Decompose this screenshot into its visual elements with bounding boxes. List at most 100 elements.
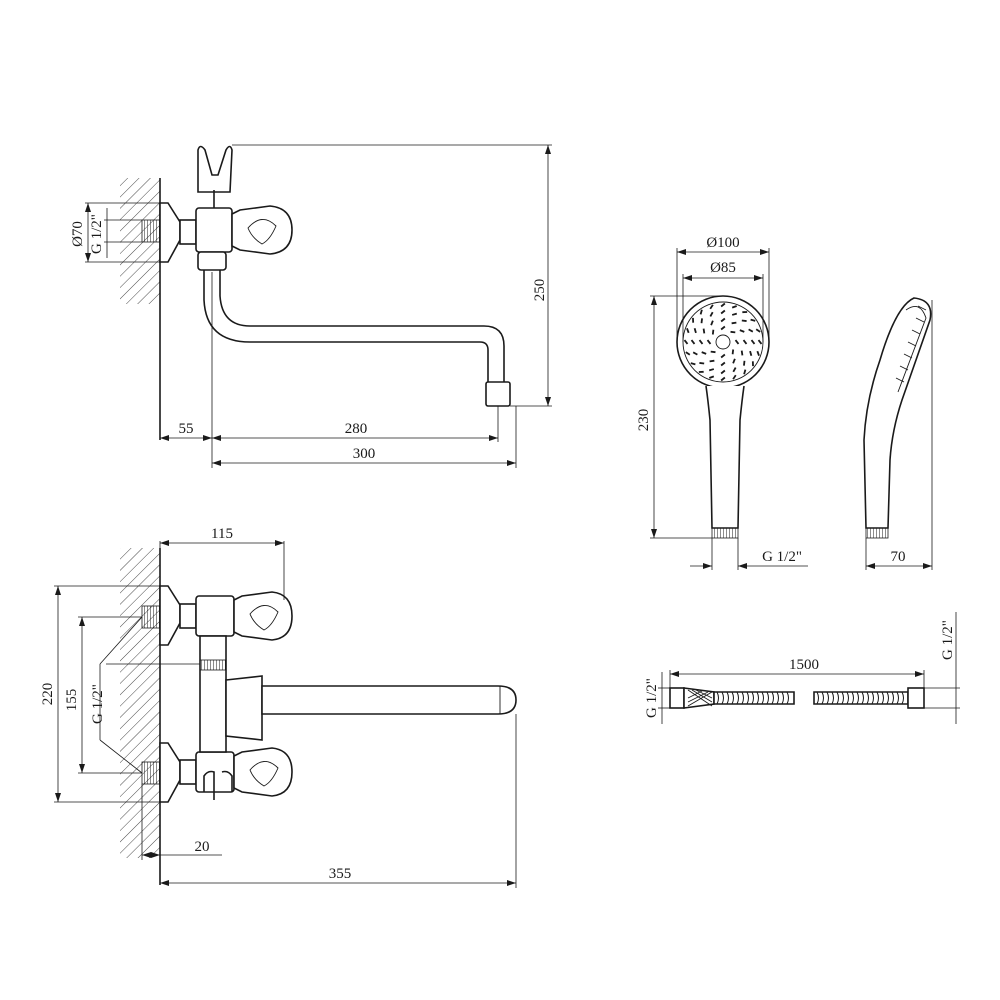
hose-coil <box>746 691 749 705</box>
nozzle <box>739 329 745 333</box>
column-knurl <box>199 659 227 671</box>
nozzle <box>720 369 726 375</box>
handshower-thread-side <box>865 527 889 539</box>
handle-upper <box>233 591 293 641</box>
nozzle <box>720 302 726 308</box>
hose-coil <box>826 691 829 705</box>
handshower-side-view: 70 <box>863 297 933 570</box>
thread-top <box>141 219 161 243</box>
hose-coils-left <box>716 691 789 705</box>
nozzle <box>710 350 716 354</box>
mixer-column <box>199 635 227 753</box>
nozzle <box>693 327 697 334</box>
label-20: 20 <box>195 839 210 855</box>
leader-g12-up <box>99 616 143 665</box>
label-250: 250 <box>532 279 548 302</box>
hose-coil <box>786 691 789 705</box>
label-355: 355 <box>329 866 352 882</box>
handshower-thread-front <box>711 527 739 539</box>
label-1500: 1500 <box>789 657 819 673</box>
nozzle <box>711 329 715 335</box>
handle-upper-detail <box>249 605 279 631</box>
nozzle <box>701 351 707 355</box>
shower-holder-top <box>197 145 233 208</box>
mixer-side-view: 250 Ø70 G 1/2" 55 280 300 <box>70 144 552 468</box>
hose-nut-left <box>669 687 685 709</box>
spout-aerator-top <box>485 381 511 407</box>
hose-coil <box>721 691 724 705</box>
nozzle <box>702 328 706 334</box>
nozzle <box>749 350 753 357</box>
handle-lower <box>233 747 293 797</box>
hose-coil <box>776 691 779 705</box>
wall-hatch-bottom <box>120 548 160 858</box>
nozzle <box>683 339 689 345</box>
handshower-side-body <box>863 297 932 529</box>
handshower-side-nozzles <box>895 305 927 383</box>
hose-coil <box>781 691 784 705</box>
hose-coil <box>896 691 899 705</box>
thread-upper <box>141 605 161 629</box>
shower-nozzles <box>683 302 763 382</box>
hose-coil <box>831 691 834 705</box>
nozzle <box>748 328 754 333</box>
nozzle <box>720 309 726 315</box>
handle-top-detail <box>247 219 277 245</box>
spout-top-outer <box>203 270 489 382</box>
nozzle <box>709 359 715 363</box>
nozzle <box>742 339 748 345</box>
label-g12-top: G 1/2" <box>89 214 105 254</box>
hose-coil <box>766 691 769 705</box>
nozzle <box>750 339 756 345</box>
mixer-body-top <box>195 207 233 253</box>
hose-coil <box>736 691 739 705</box>
nozzle <box>731 321 737 325</box>
hose-coil <box>886 691 889 705</box>
handshower-front-view: Ø100 Ø85 230 G 1/2" <box>636 235 808 570</box>
nozzle <box>720 325 726 331</box>
nozzle <box>709 304 714 310</box>
hose-coil <box>856 691 859 705</box>
hose-coil <box>816 691 819 705</box>
nozzle <box>720 376 726 382</box>
nozzle <box>740 350 744 356</box>
hose-coils-right <box>816 691 904 705</box>
hose-coil <box>716 691 719 705</box>
nozzle <box>750 318 756 322</box>
nozzle <box>732 367 737 373</box>
nozzle <box>731 312 738 316</box>
label-o70: Ø70 <box>70 221 86 247</box>
nozzle <box>686 328 690 334</box>
hose-coil <box>861 691 864 705</box>
nozzle <box>706 339 712 345</box>
nozzle <box>720 353 726 359</box>
nozzle <box>685 351 691 356</box>
handshower-side-face <box>897 305 927 393</box>
handshower-handle-front <box>705 385 745 529</box>
hose-coil <box>836 691 839 705</box>
hose-coil <box>771 691 774 705</box>
handle-lower-detail <box>249 761 279 787</box>
shower-holder-front <box>203 770 233 800</box>
nozzle <box>757 339 763 345</box>
label-220: 220 <box>40 683 56 706</box>
flange-lower <box>159 742 181 803</box>
hose-coil <box>756 691 759 705</box>
label-g12-bottom: G 1/2" <box>90 684 106 724</box>
nozzle <box>731 349 735 355</box>
shower-head-center <box>715 334 731 350</box>
label-230: 230 <box>636 409 652 432</box>
nut-upper <box>179 603 197 629</box>
label-hose-g12-right: G 1/2" <box>940 620 956 660</box>
hose-coil <box>891 691 894 705</box>
hose-coil <box>901 691 904 705</box>
hose-coil <box>851 691 854 705</box>
nozzle <box>698 339 704 345</box>
label-o100: Ø100 <box>706 235 739 251</box>
hose-coil <box>741 691 744 705</box>
hose-coil <box>876 691 879 705</box>
nozzle <box>710 320 714 326</box>
nozzle <box>756 350 760 356</box>
hose-coil <box>871 691 874 705</box>
